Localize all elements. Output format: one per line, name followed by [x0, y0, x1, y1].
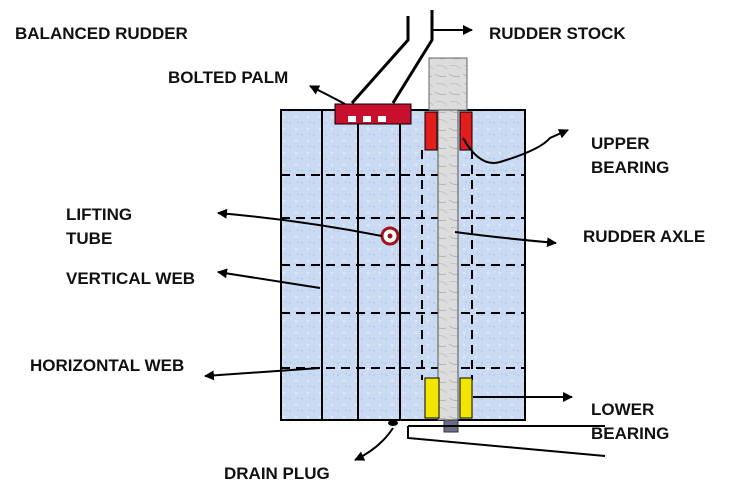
leader-arrows — [204, 25, 573, 461]
horizontal-webs — [281, 150, 525, 380]
label-upper-bearing-line2: BEARING — [591, 158, 670, 177]
lower-bearing-right — [459, 377, 473, 419]
arrow-vertical-web — [217, 268, 321, 289]
upper-stock-lines — [350, 10, 434, 104]
label-lower-bearing-line1: LOWER — [591, 400, 655, 419]
label-rudder-axle: RUDDER AXLE — [583, 227, 706, 246]
label-horizontal-web: HORIZONTAL WEB — [30, 356, 185, 375]
drain-plug-marker — [388, 420, 398, 426]
palm-bolt-3 — [378, 116, 386, 122]
lifting-tube-center — [387, 233, 393, 239]
label-lower-bearing-line2: BEARING — [591, 424, 670, 443]
label-upper-bearing-line1: UPPER — [591, 134, 650, 153]
label-upper-bearing: UPPER BEARING — [591, 132, 669, 180]
palm-bolt-1 — [348, 116, 356, 122]
rudder-stock-shaft — [428, 57, 468, 111]
label-bolted-palm: BOLTED PALM — [168, 68, 289, 87]
label-lifting-tube-line2: TUBE — [66, 229, 113, 248]
label-vertical-web: VERTICAL WEB — [66, 269, 196, 288]
rudder-axle-shaft — [437, 109, 459, 421]
arrow-upper-bearing — [462, 129, 569, 164]
palm-bolt-2 — [363, 116, 371, 122]
upper-bearing-left — [424, 111, 438, 151]
arrow-bolted-palm — [309, 85, 346, 105]
lower-bearing-left — [424, 377, 440, 419]
label-drain-plug: DRAIN PLUG — [224, 464, 330, 483]
label-rudder-stock: RUDDER STOCK — [489, 24, 626, 43]
bolted-palm — [334, 103, 412, 125]
upper-bearing-right — [459, 111, 473, 151]
arrow-lifting-tube — [217, 208, 383, 237]
arrow-horizontal-web — [204, 367, 321, 381]
label-lifting-tube-line1: LIFTING — [66, 205, 133, 224]
arrow-rudder-axle — [454, 231, 557, 248]
label-balanced-rudder: BALANCED RUDDER — [15, 24, 188, 43]
label-lower-bearing: LOWER BEARING — [591, 398, 669, 446]
arrow-drain-plug — [354, 427, 394, 461]
heel-support — [407, 425, 606, 457]
label-lifting-tube: LIFTING TUBE — [66, 203, 132, 251]
